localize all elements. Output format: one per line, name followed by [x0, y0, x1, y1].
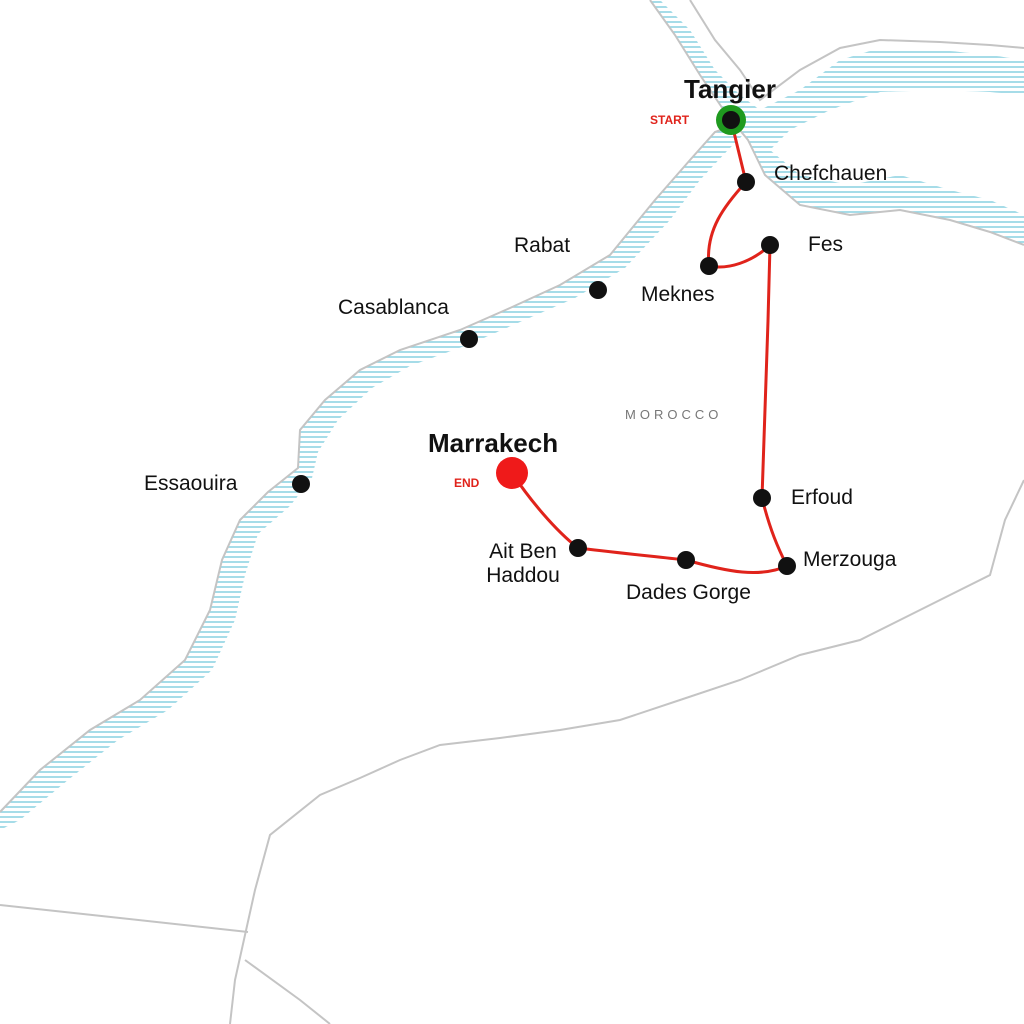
erfoud-dot[interactable]: [753, 489, 771, 507]
city-label-casablanca: Casablanca: [338, 296, 449, 319]
city-label-erfoud: Erfoud: [791, 486, 853, 509]
city-label-fes: Fes: [808, 233, 844, 256]
dades-gorge-dot[interactable]: [677, 551, 695, 569]
fes-dot[interactable]: [761, 236, 779, 254]
city-label-ait-ben-haddou-line1: Ait Ben: [489, 540, 557, 563]
end-marker[interactable]: [496, 457, 528, 489]
border-mauritania: [244, 959, 331, 1024]
essaouira-dot[interactable]: [292, 475, 310, 493]
spain-coastline: [689, 0, 1024, 102]
casablanca-dot[interactable]: [460, 330, 478, 348]
chefchauen-dot[interactable]: [737, 173, 755, 191]
city-label-marrakech: Marrakech: [428, 428, 559, 458]
meknes-dot[interactable]: [700, 257, 718, 275]
rabat-dot[interactable]: [589, 281, 607, 299]
country-label: MOROCCO: [625, 407, 723, 422]
city-label-rabat: Rabat: [514, 234, 571, 257]
border-western-sahara: [0, 904, 249, 933]
city-label-tangier: Tangier: [684, 74, 776, 104]
city-label-merzouga: Merzouga: [803, 548, 897, 571]
mediterranean-coastline: [649, 0, 1024, 246]
start-tag: START: [650, 113, 690, 127]
mediterranean-coast-hatch: [650, 0, 1024, 245]
city-label-chefchauen: Chefchauen: [774, 162, 888, 185]
ait-ben-haddou-dot[interactable]: [569, 539, 587, 557]
city-label-ait-ben-haddou-line2: Haddou: [486, 564, 560, 587]
city-label-essaouira: Essaouira: [144, 472, 238, 495]
atlantic-coastline: [0, 127, 727, 813]
city-label-ait-ben-haddou: Ait Ben Haddou: [478, 540, 568, 588]
end-tag: END: [454, 476, 480, 490]
border-algeria: [229, 479, 1024, 1024]
tangier-dot[interactable]: [722, 111, 740, 129]
city-label-meknes: Meknes: [641, 283, 715, 306]
city-label-dades-gorge: Dades Gorge: [626, 581, 751, 604]
atlantic-coast-hatch: [0, 128, 742, 830]
merzouga-dot[interactable]: [778, 557, 796, 575]
